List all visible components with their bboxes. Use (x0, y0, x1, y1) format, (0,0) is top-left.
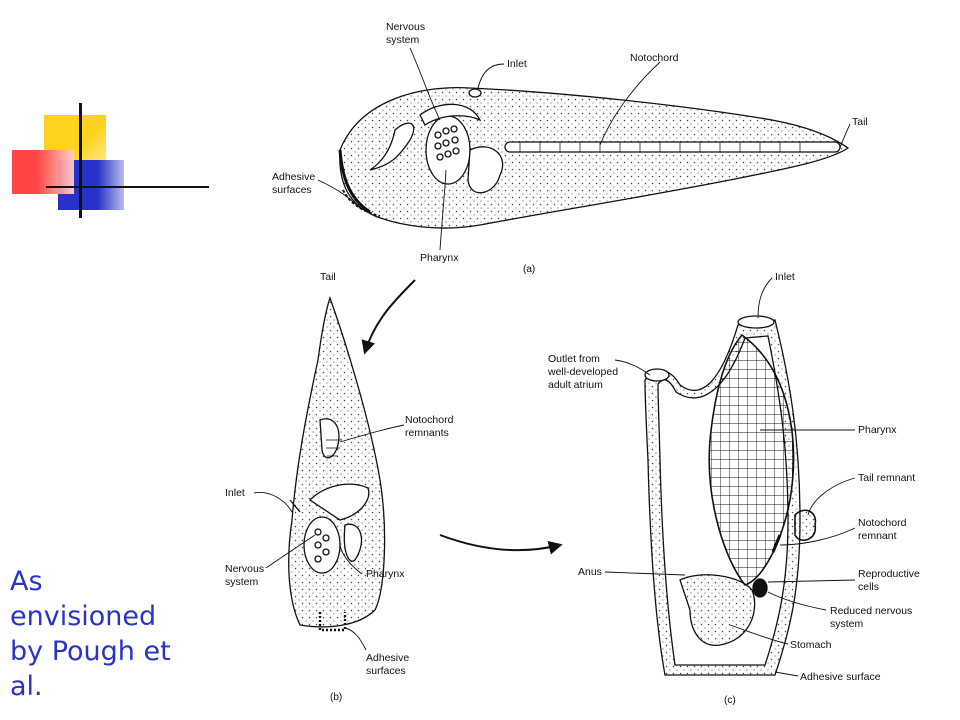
ornament-vertical-line (79, 103, 82, 218)
label-c-outlet-2: well-developed (547, 366, 618, 378)
adult-drawing (644, 315, 817, 676)
larva-drawing (338, 86, 850, 229)
attribution-caption: As envisioned by Pough et al. (10, 564, 195, 704)
label-c-adhesive-surface: Adhesive surface (800, 671, 881, 683)
label-c-pharynx: Pharynx (858, 424, 897, 436)
leader-lines (253, 47, 856, 677)
label-c-notochord-remnant-2: remnant (858, 530, 897, 542)
metamorphosis-drawing (288, 296, 386, 632)
label-c-reproductive-cells-2: cells (858, 581, 879, 593)
label-c-notochord-remnant-1: Notochord (858, 517, 907, 529)
label-b-adhesive-surfaces-1: Adhesive (366, 652, 409, 664)
label-a-nervous-system-2: system (386, 34, 420, 46)
label-c-tail-remnant: Tail remnant (858, 472, 915, 484)
label-a-pharynx: Pharynx (420, 252, 459, 264)
label-c-anus: Anus (578, 566, 602, 578)
panel-c-tag: (c) (724, 695, 736, 706)
panel-b-tag: (b) (330, 692, 342, 703)
label-c-outlet-1: Outlet from (548, 353, 600, 365)
label-b-nervous-system-1: Nervous (225, 563, 264, 575)
label-a-adhesive-surfaces-2: surfaces (272, 184, 312, 196)
caption-line-3: by Pough et (10, 636, 171, 667)
label-a-tail: Tail (852, 116, 868, 128)
label-b-notochord-remnants-2: remnants (405, 427, 449, 439)
label-c-reduced-nervous-system-2: system (830, 618, 864, 630)
label-c-stomach: Stomach (790, 639, 832, 651)
label-c-reproductive-cells-1: Reproductive (858, 568, 920, 580)
ornament-horizontal-line (46, 186, 209, 188)
label-b-adhesive-surfaces-2: surfaces (366, 665, 406, 677)
label-b-inlet: Inlet (225, 487, 245, 499)
label-a-inlet: Inlet (507, 58, 527, 70)
label-c-inlet: Inlet (775, 271, 795, 283)
slide-ornament (0, 0, 220, 230)
transition-arrow-b-to-c (439, 534, 563, 555)
panel-a-tag: (a) (523, 264, 535, 275)
label-c-outlet-3: adult atrium (548, 379, 603, 391)
label-b-nervous-system-2: system (225, 576, 259, 588)
label-a-notochord: Notochord (630, 52, 679, 64)
label-a-nervous-system-1: Nervous (386, 21, 425, 33)
label-a-adhesive-surfaces-1: Adhesive (272, 171, 315, 183)
label-b-pharynx: Pharynx (366, 568, 405, 580)
caption-line-1: As (10, 566, 43, 597)
label-c-reduced-nervous-system-1: Reduced nervous (830, 605, 912, 617)
label-b-tail: Tail (320, 271, 336, 283)
transition-arrow-a-to-b (361, 279, 416, 355)
caption-line-4: al. (10, 671, 43, 702)
caption-line-2: envisioned (10, 601, 157, 632)
label-b-notochord-remnants-1: Notochord (405, 414, 454, 426)
